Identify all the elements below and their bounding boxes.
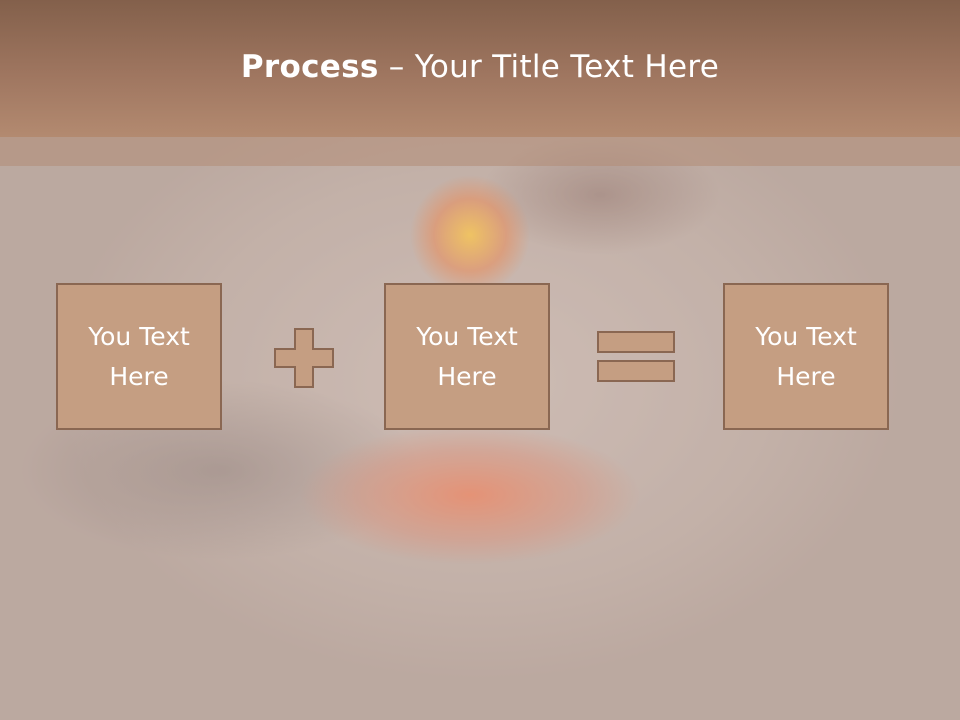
- title-rest: – Your Title Text Here: [378, 49, 720, 85]
- title-bold: Process: [240, 49, 379, 85]
- process-box-3[interactable]: You Text Here: [723, 283, 889, 430]
- process-box-label: You Text Here: [755, 321, 857, 391]
- slide-title[interactable]: Process – Your Title Text Here: [241, 49, 719, 85]
- title-band: [0, 137, 960, 166]
- process-box-1[interactable]: You Text Here: [56, 283, 222, 430]
- title-bar: Process – Your Title Text Here: [0, 0, 960, 137]
- plus-icon: [274, 328, 334, 388]
- process-box-label: You Text Here: [416, 321, 518, 391]
- equals-icon: [597, 331, 675, 382]
- process-box-2[interactable]: You Text Here: [384, 283, 550, 430]
- process-box-label: You Text Here: [88, 321, 190, 391]
